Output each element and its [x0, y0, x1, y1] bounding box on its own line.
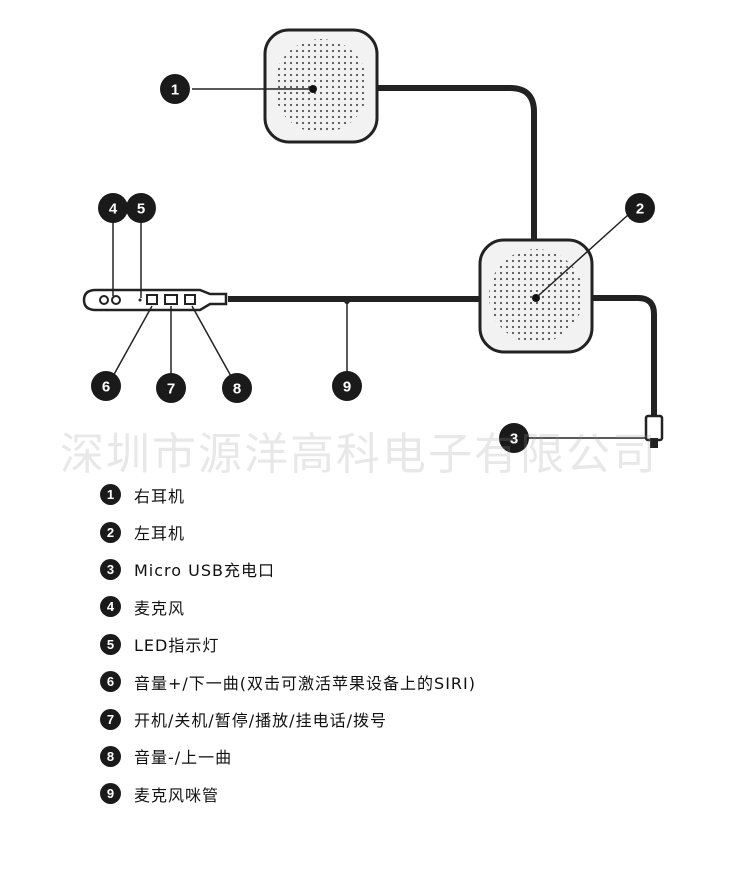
svg-text:6: 6 — [102, 379, 110, 396]
svg-text:3: 3 — [510, 431, 518, 448]
callout-3: 3 — [499, 423, 529, 453]
cable-right-to-left — [378, 85, 537, 248]
legend-number: 1 — [100, 484, 121, 506]
legend-number: 8 — [100, 745, 121, 767]
legend-number: 5 — [100, 633, 121, 655]
legend-text: 右耳机 — [134, 486, 186, 506]
legend-item: 9 麦克风咪管 — [100, 775, 476, 812]
micro-usb-plug — [644, 414, 664, 448]
legend-text: 开机/关机/暂停/播放/挂电话/拨号 — [134, 711, 387, 731]
callout-8: 8 — [222, 373, 252, 403]
legend-list: 1 右耳机 2 左耳机 3 Micro USB充电口 4 麦克风 5 LED指示灯 6 音量… — [100, 476, 476, 813]
legend-item: 6 音量+/下一曲(双击可激活苹果设备上的SIRI) — [100, 663, 476, 700]
legend-number: 9 — [100, 783, 121, 805]
legend-item: 3 Micro USB充电口 — [100, 551, 476, 588]
legend-text: Micro USB充电口 — [134, 561, 275, 581]
legend-item: 5 LED指示灯 — [100, 626, 476, 663]
legend-number: 2 — [100, 521, 121, 543]
callout-1: 1 — [160, 74, 190, 104]
callout-6: 6 — [91, 371, 121, 401]
legend-number: 6 — [100, 671, 121, 693]
svg-text:9: 9 — [343, 379, 351, 396]
leader-lines — [111, 88, 646, 439]
legend-text: 音量-/上一曲 — [134, 748, 233, 768]
svg-text:4: 4 — [109, 201, 118, 218]
callout-4: 4 — [98, 193, 128, 223]
callout-5: 5 — [126, 193, 156, 223]
legend-item: 2 左耳机 — [100, 513, 476, 550]
svg-text:8: 8 — [233, 381, 241, 398]
callout-9: 9 — [332, 371, 362, 401]
svg-text:7: 7 — [167, 381, 175, 398]
legend-item: 8 音量-/上一曲 — [100, 738, 476, 775]
legend-text: 左耳机 — [134, 524, 186, 544]
svg-text:2: 2 — [636, 201, 644, 218]
legend-number: 4 — [100, 596, 121, 618]
legend-number: 7 — [100, 708, 121, 730]
usb-cable — [592, 295, 657, 420]
svg-text:5: 5 — [137, 201, 145, 218]
legend-number: 3 — [100, 558, 121, 580]
right-earphone — [263, 28, 379, 144]
legend-text: 麦克风咪管 — [134, 785, 220, 805]
svg-text:1: 1 — [171, 82, 179, 99]
control-unit — [82, 288, 228, 312]
legend-item: 4 麦克风 — [100, 588, 476, 625]
legend-text: 麦克风 — [134, 598, 186, 618]
legend-text: LED指示灯 — [134, 636, 220, 656]
legend-item: 1 右耳机 — [100, 476, 476, 513]
callout-7: 7 — [156, 373, 186, 403]
headset-diagram: 1 2 3 4 5 6 7 8 9 — [82, 28, 664, 453]
left-earphone — [478, 238, 594, 354]
callout-2: 2 — [625, 193, 655, 223]
legend-text: 音量+/下一曲(双击可激活苹果设备上的SIRI) — [134, 673, 476, 693]
legend-item: 7 开机/关机/暂停/播放/挂电话/拨号 — [100, 700, 476, 737]
